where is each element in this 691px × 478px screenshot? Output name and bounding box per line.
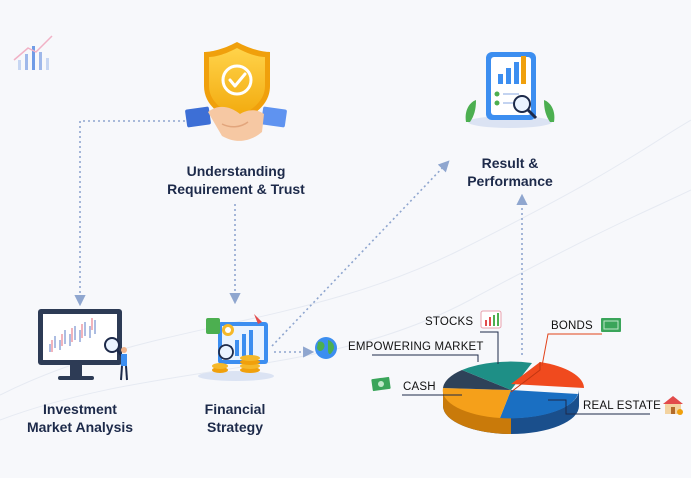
pie-label-stocks: STOCKS (425, 316, 474, 328)
strategy-illustration-icon (198, 314, 274, 381)
node-trust-line2: Requirement & Trust (167, 181, 305, 197)
monitor-chart-icon (38, 309, 128, 381)
handshake-icon (185, 106, 287, 141)
node-financial-line1: Financial (204, 401, 266, 417)
pie-label-empowering: EMPOWERING MARKET (348, 341, 484, 353)
shield-check-icon (204, 42, 270, 124)
node-investment-line1: Investment (43, 401, 117, 417)
cash-icon (371, 376, 391, 392)
pie-label-cash: CASH (403, 381, 436, 393)
connectors (74, 120, 528, 358)
pie-slice-bonds (511, 362, 584, 388)
bonds-icon (601, 318, 621, 332)
stocks-chart-icon (480, 310, 502, 329)
node-result-label: Result & Performance (450, 154, 570, 190)
node-trust-label: Understanding Requirement & Trust (150, 162, 322, 198)
pie-label-real-estate: REAL ESTATE (583, 400, 662, 412)
node-result-line1: Result & (481, 155, 539, 171)
connector-trust-to-investment (74, 120, 190, 307)
pie-slice-real-estate (500, 390, 578, 419)
node-result-line2: Performance (467, 173, 553, 189)
pie-leader-lines (372, 331, 650, 415)
pie-label-bonds: BONDS (551, 320, 593, 332)
pie-chart (442, 361, 584, 434)
pie-slice-empowering (443, 370, 511, 390)
node-financial-line2: Strategy (206, 419, 264, 435)
node-trust-line1: Understanding (186, 163, 286, 179)
node-investment-label: Investment Market Analysis (10, 400, 150, 436)
node-investment-line2: Market Analysis (26, 419, 134, 435)
bar-chart-deco-icon (13, 35, 53, 70)
report-magnifier-icon (465, 52, 555, 128)
node-financial-label: Financial Strategy (180, 400, 290, 436)
house-icon (663, 396, 683, 415)
globe-icon (315, 337, 337, 359)
